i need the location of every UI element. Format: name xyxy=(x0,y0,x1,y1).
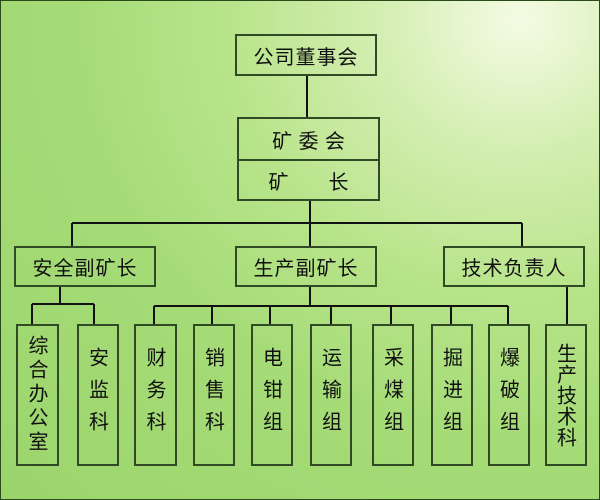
deputy-label: 安全副矿长 xyxy=(32,256,138,280)
department-box: 运输组 xyxy=(310,324,352,466)
department-label: 生产技术科 xyxy=(553,342,578,448)
deputy-label: 技术负责人 xyxy=(461,256,567,280)
department-label: 电钳组 xyxy=(259,347,284,443)
department-label: 采煤组 xyxy=(380,347,405,443)
department-box: 电钳组 xyxy=(251,324,293,466)
department-label: 运输组 xyxy=(318,347,343,443)
department-box: 采煤组 xyxy=(372,324,414,466)
director-label: 矿 长 xyxy=(268,169,349,194)
board-label: 公司董事会 xyxy=(253,44,359,69)
deputy-box-production: 生产副矿长 xyxy=(235,246,377,287)
deputy-box-safety: 安全副矿长 xyxy=(14,246,156,287)
department-label: 财务科 xyxy=(143,347,167,443)
department-box: 销售科 xyxy=(193,324,235,466)
department-label: 销售科 xyxy=(201,347,226,443)
board-box: 公司董事会 xyxy=(235,34,377,76)
deputy-label: 生产副矿长 xyxy=(253,256,359,280)
department-label: 掘进组 xyxy=(439,347,464,443)
department-box: 综合办公室 xyxy=(16,324,59,466)
committee-box: 矿 委 会 xyxy=(237,117,380,161)
committee-label: 矿 委 会 xyxy=(272,128,345,153)
department-box: 安监科 xyxy=(77,324,119,466)
deputy-box-technical: 技术负责人 xyxy=(443,246,585,287)
department-box: 财务科 xyxy=(134,324,177,466)
department-label: 综合办公室 xyxy=(25,335,49,455)
department-label: 爆破组 xyxy=(496,347,521,443)
department-box: 爆破组 xyxy=(488,324,530,466)
department-box: 掘进组 xyxy=(431,324,473,466)
department-label: 安监科 xyxy=(85,347,110,443)
department-box: 生产技术科 xyxy=(545,324,587,466)
director-box: 矿 长 xyxy=(237,159,380,201)
